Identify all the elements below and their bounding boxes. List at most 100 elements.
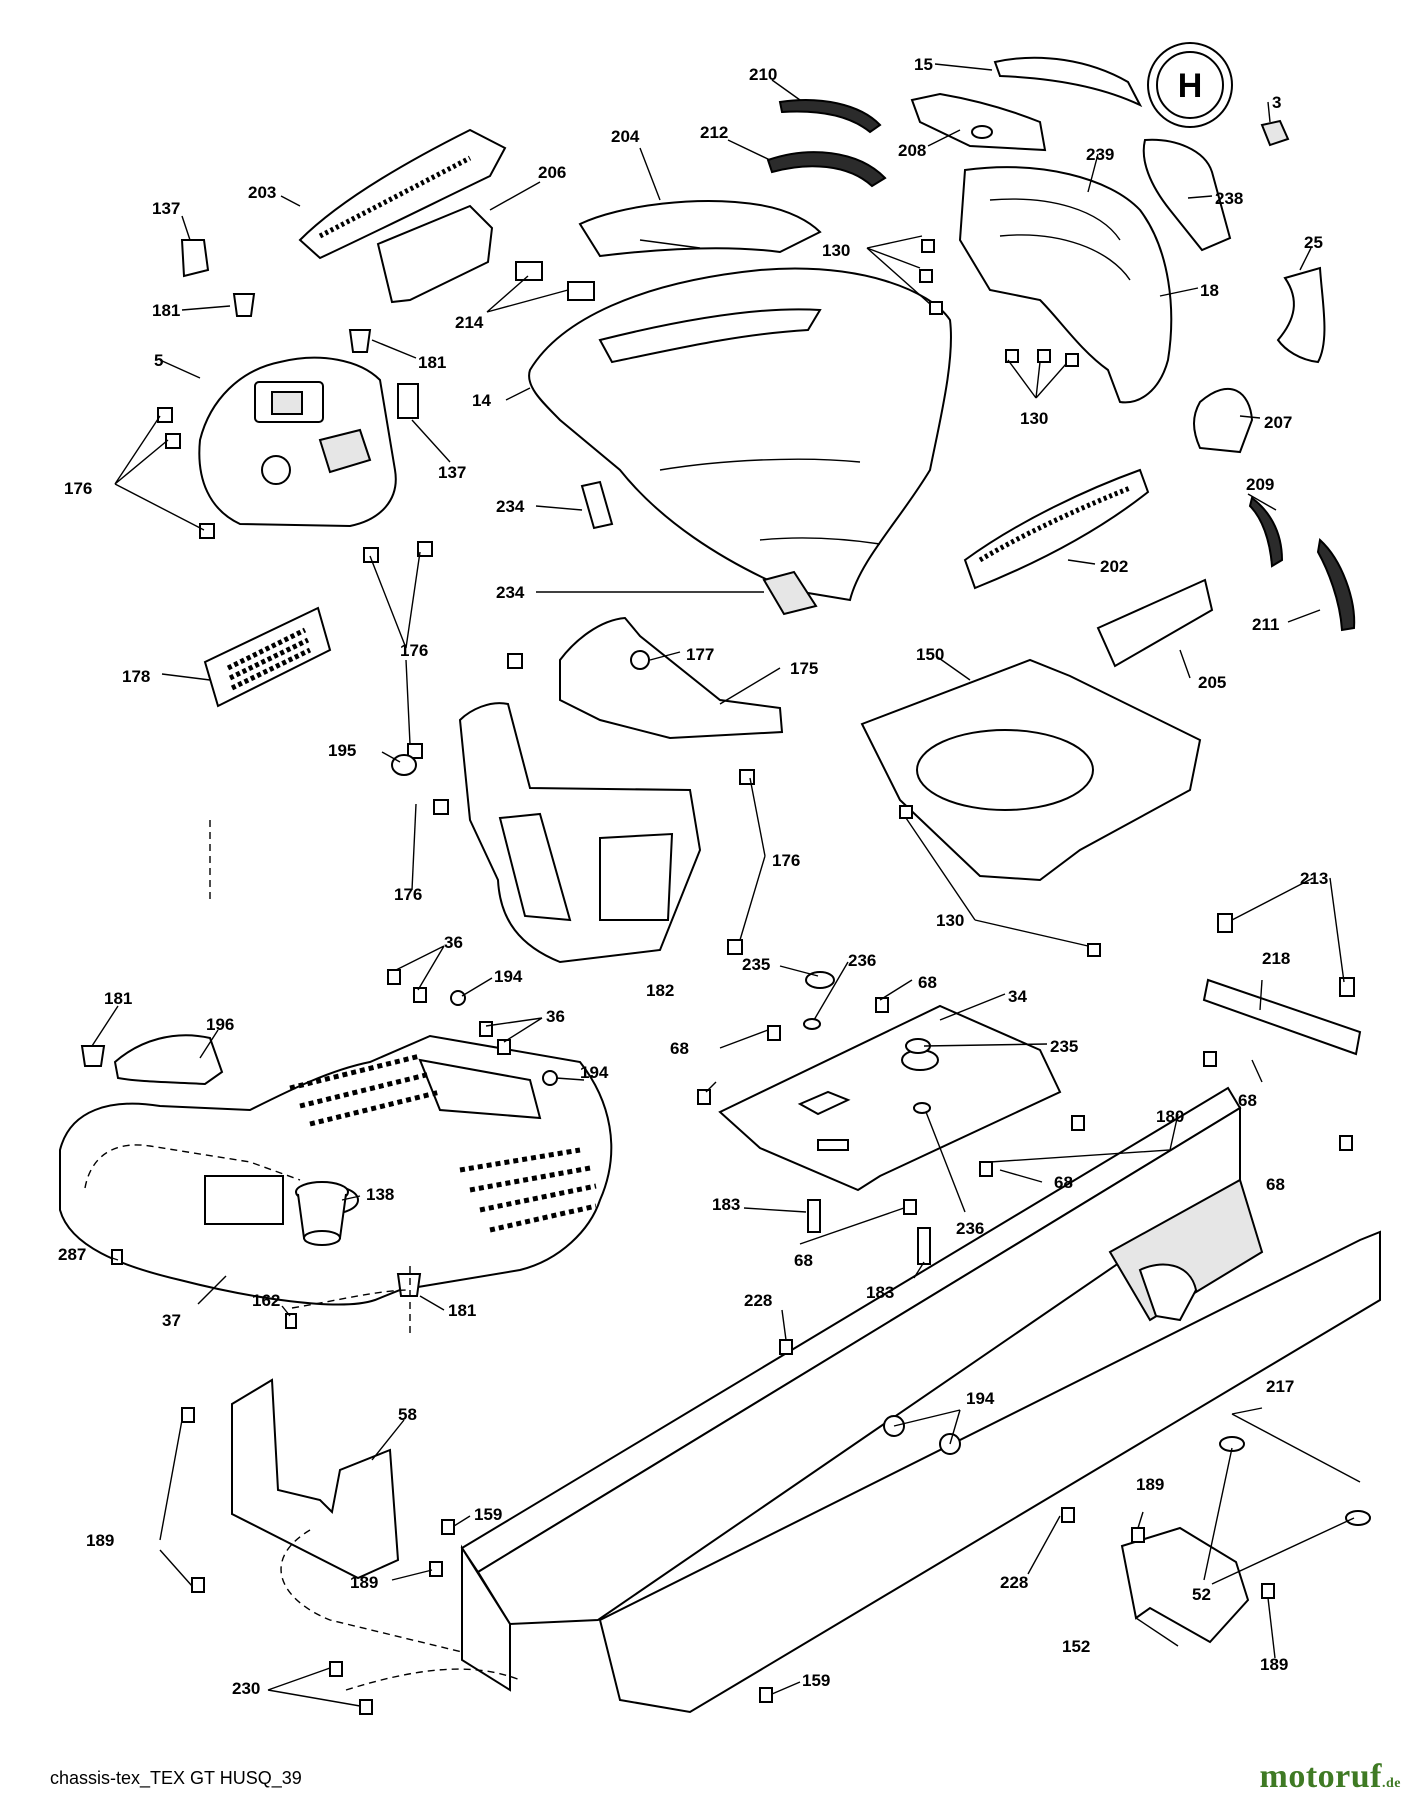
part-210-grille (778, 99, 882, 134)
label-5: 5 (154, 351, 163, 370)
part-176-screws (157, 407, 755, 955)
part-130-screws (899, 239, 1101, 957)
part-202-grille (963, 468, 1150, 590)
part-58-bracket (231, 1378, 400, 1580)
part-15-trim (993, 56, 1143, 108)
label-176-c: 176 (772, 851, 800, 870)
label-14: 14 (472, 391, 491, 410)
label-234-b: 234 (496, 583, 525, 602)
label-196: 196 (206, 1015, 234, 1034)
label-287: 287 (58, 1245, 86, 1264)
label-130-b: 130 (1020, 409, 1048, 428)
label-209: 209 (1246, 475, 1274, 494)
label-194-c: 194 (966, 1389, 995, 1408)
label-189-d: 189 (1260, 1655, 1288, 1674)
label-202: 202 (1100, 557, 1128, 576)
part-213-bolts (1217, 913, 1355, 997)
label-68-f: 68 (794, 1251, 813, 1270)
label-214: 214 (455, 313, 484, 332)
label-230: 230 (232, 1679, 260, 1698)
label-68-e: 68 (1266, 1175, 1285, 1194)
part-230-screws (329, 1661, 373, 1715)
part-181-grommet-c (80, 1045, 106, 1067)
label-183-b: 183 (866, 1283, 894, 1302)
leader-lines (91, 63, 1355, 1707)
part-5-dash-panel (198, 356, 397, 528)
label-206: 206 (538, 163, 566, 182)
label-181-d: 181 (448, 1301, 476, 1320)
label-36-b: 36 (546, 1007, 565, 1026)
label-15: 15 (914, 55, 933, 74)
label-234-a: 234 (496, 497, 525, 516)
watermark-suffix: .de (1382, 1776, 1401, 1791)
label-150: 150 (916, 645, 944, 664)
label-236-a: 236 (848, 951, 876, 970)
part-212-grille (766, 151, 887, 188)
label-183-a: 183 (712, 1195, 740, 1214)
part-162-screw (285, 1313, 297, 1329)
watermark-brand: motoruf (1259, 1758, 1382, 1795)
part-183-stud-b (917, 1227, 931, 1265)
label-212: 212 (700, 123, 728, 142)
label-181-c: 181 (104, 989, 132, 1008)
label-181-a: 181 (152, 301, 180, 320)
part-236-washer-a (803, 1018, 821, 1030)
label-58: 58 (398, 1405, 417, 1424)
label-34: 34 (1008, 987, 1027, 1006)
svg-text:H: H (1178, 67, 1203, 105)
part-137-clip-b (397, 383, 419, 419)
label-195: 195 (328, 741, 356, 760)
label-159-a: 159 (474, 1505, 502, 1524)
part-218-bracket (1202, 978, 1362, 1056)
label-217: 217 (1266, 1377, 1294, 1396)
part-238-side-panel (1142, 138, 1232, 252)
part-207-cup (1193, 388, 1254, 454)
part-214-clip-b (567, 281, 595, 301)
label-138: 138 (366, 1185, 394, 1204)
part-152-guard (1120, 1526, 1250, 1644)
label-137-a: 137 (152, 199, 180, 218)
part-177-nut (630, 650, 650, 670)
label-178: 178 (122, 667, 150, 686)
label-68-d: 68 (1054, 1173, 1073, 1192)
callout-labels: 15 3 210 212 208 204 239 238 203 206 137… (58, 55, 1328, 1698)
label-130-a: 130 (822, 241, 850, 260)
label-181-b: 181 (418, 353, 446, 372)
label-208: 208 (898, 141, 926, 160)
part-211-vent (1316, 538, 1356, 632)
label-207: 207 (1264, 413, 1292, 432)
part-181-grommet-b (348, 329, 372, 353)
part-214-clip-a (515, 261, 543, 281)
label-159-b: 159 (802, 1671, 830, 1690)
part-208-bezel (910, 92, 1047, 152)
part-183-stud-a (807, 1199, 821, 1233)
part-234-pad-a (580, 480, 614, 530)
part-18-rear-cover (958, 166, 1173, 404)
label-36-a: 36 (444, 933, 463, 952)
diagram-caption: chassis-tex_TEX GT HUSQ_39 (50, 1768, 302, 1788)
part-180-frame (460, 1086, 1381, 1714)
part-217-rod (1231, 1413, 1361, 1483)
part-204-hood-panel (578, 200, 822, 258)
label-175: 175 (790, 659, 818, 678)
part-206-bracket (376, 204, 494, 304)
label-236-b: 236 (956, 1219, 984, 1238)
label-189-c: 189 (350, 1573, 378, 1592)
label-137-b: 137 (438, 463, 466, 482)
part-137-clip (180, 239, 210, 278)
label-194-b: 194 (580, 1063, 609, 1082)
label-228-a: 228 (744, 1291, 772, 1310)
part-235-washer-a (805, 971, 835, 989)
part-159-screws (441, 1519, 773, 1703)
label-205: 205 (1198, 673, 1226, 692)
part-196-cover (113, 1034, 224, 1086)
label-176-d: 176 (394, 885, 422, 904)
label-189-a: 189 (1136, 1475, 1164, 1494)
label-3: 3 (1272, 93, 1281, 112)
label-130-c: 130 (936, 911, 964, 930)
label-210: 210 (749, 65, 777, 84)
label-203: 203 (248, 183, 276, 202)
part-205-cover (1096, 578, 1214, 668)
label-235-b: 235 (1050, 1037, 1078, 1056)
